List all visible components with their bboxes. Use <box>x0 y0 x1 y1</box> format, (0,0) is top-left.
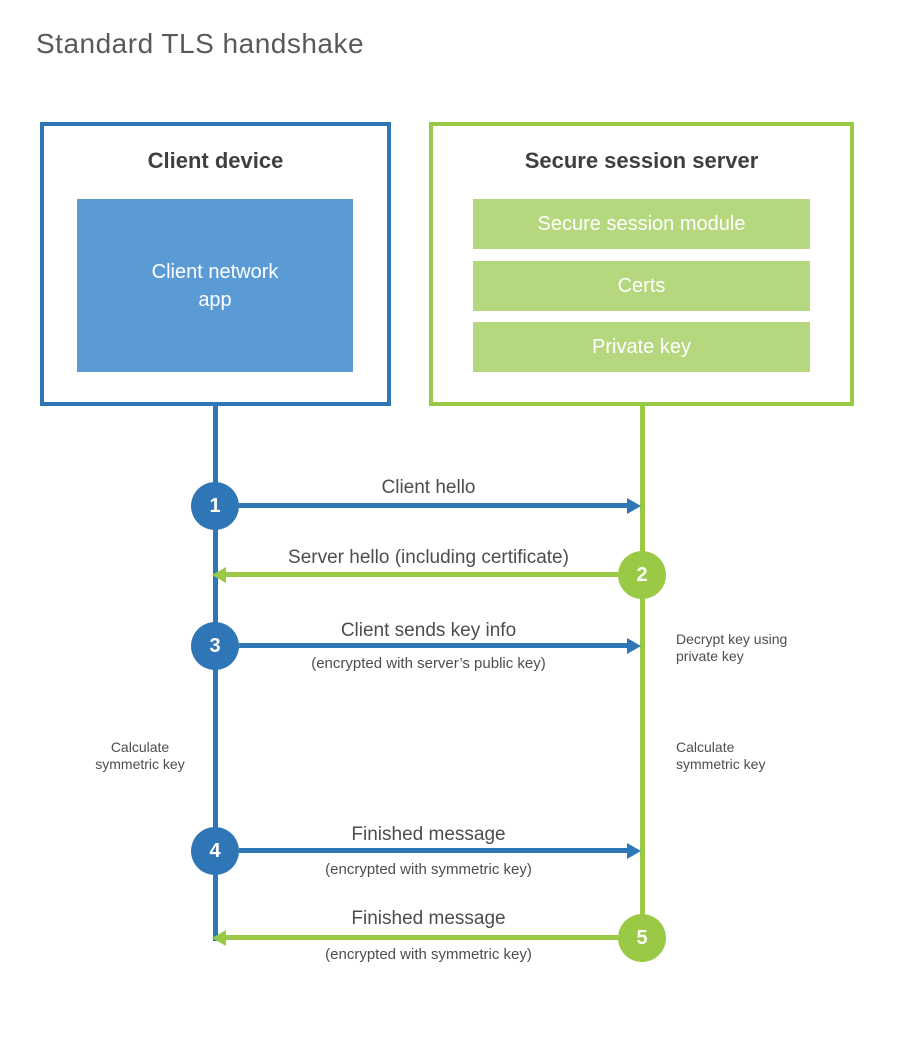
message-4-arrowhead-icon <box>627 843 641 859</box>
message-1-label: Client hello <box>381 477 476 498</box>
step-3-badge: 3 <box>191 622 239 670</box>
message-2-label: Server hello (including certificate) <box>288 547 569 568</box>
message-5-sublabel: (encrypted with symmetric key) <box>325 946 532 963</box>
page-title: Standard TLS handshake <box>36 28 365 59</box>
message-3-arrow <box>239 643 627 648</box>
message-1-arrow <box>239 503 627 508</box>
message-4-arrow <box>239 848 627 853</box>
client-lifeline <box>213 405 218 941</box>
server-module-private-key: Private key <box>473 322 810 372</box>
message-5-arrow <box>226 935 618 940</box>
message-2-arrow <box>226 572 618 577</box>
server-title: Secure session server <box>524 148 759 173</box>
server-module-certs: Certs <box>473 261 810 311</box>
server-lifeline <box>640 405 645 962</box>
step-4-badge: 4 <box>191 827 239 875</box>
message-3-label: Client sends key info <box>340 620 517 641</box>
client-device-title: Client device <box>147 148 284 173</box>
secure-session-server-box: Secure session server Secure session mod… <box>429 122 854 406</box>
note-decrypt-key: Decrypt key using private key <box>676 631 788 664</box>
client-network-app-box: Client network app <box>77 199 353 372</box>
step-1-badge: 1 <box>191 482 239 530</box>
message-5-label: Finished message <box>351 908 506 929</box>
step-2-badge: 2 <box>618 551 666 599</box>
message-3-sublabel: (encrypted with server’s public key) <box>311 655 546 672</box>
note-calculate-symmetric-key-server: Calculate symmetric key <box>676 739 766 772</box>
message-3-arrowhead-icon <box>627 638 641 654</box>
message-1-arrowhead-icon <box>627 498 641 514</box>
message-4-sublabel: (encrypted with symmetric key) <box>325 861 532 878</box>
client-device-box: Client device Client network app <box>40 122 391 406</box>
note-calculate-symmetric-key-client: Calculate symmetric key <box>95 739 185 772</box>
message-5-arrowhead-icon <box>212 930 226 946</box>
step-5-badge: 5 <box>618 914 666 962</box>
message-2-arrowhead-icon <box>212 567 226 583</box>
server-module-secure-session: Secure session module <box>473 199 810 249</box>
message-4-label: Finished message <box>351 824 506 845</box>
